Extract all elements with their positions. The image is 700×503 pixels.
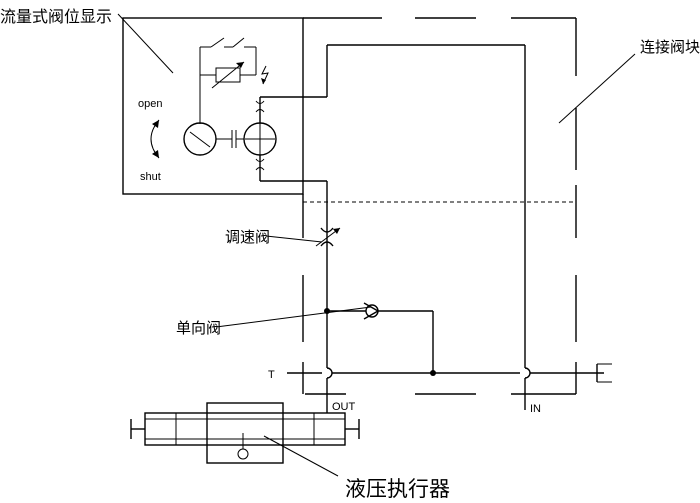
hydraulic-actuator-symbol [130,402,360,464]
check-valve-symbol [324,302,436,376]
port-out-label: OUT [332,401,356,413]
port-in-label: IN [530,403,541,415]
open-shut-arrow-icon [150,119,160,159]
flow-meter-piping [255,96,327,182]
port-t-label: T [268,369,275,381]
valve-block-outline [302,17,577,395]
flow-meter [243,122,277,156]
signal-lightning-icon [261,65,269,85]
shaft-coupling [216,130,244,148]
leader-lines [117,13,636,477]
inner-channel [326,44,531,410]
switch-contacts [199,37,257,75]
tank-return-line [287,363,612,383]
display-box [122,17,304,195]
check-valve-label: 单向阀 [176,320,221,337]
variable-resistor [200,61,256,89]
connection-valve-block-label: 连接阀块 [640,39,700,56]
open-label: open [138,98,162,110]
speed-control-valve-label: 调速阀 [225,229,270,246]
indicator-dial [183,122,217,156]
flow-valve-position-display-label: 流量式阀位显示 [0,8,112,26]
hydraulic-actuator-label: 液压执行器 [345,478,450,501]
shut-label: shut [140,171,161,183]
speed-control-valve-symbol [315,227,341,247]
out-line [326,181,333,410]
